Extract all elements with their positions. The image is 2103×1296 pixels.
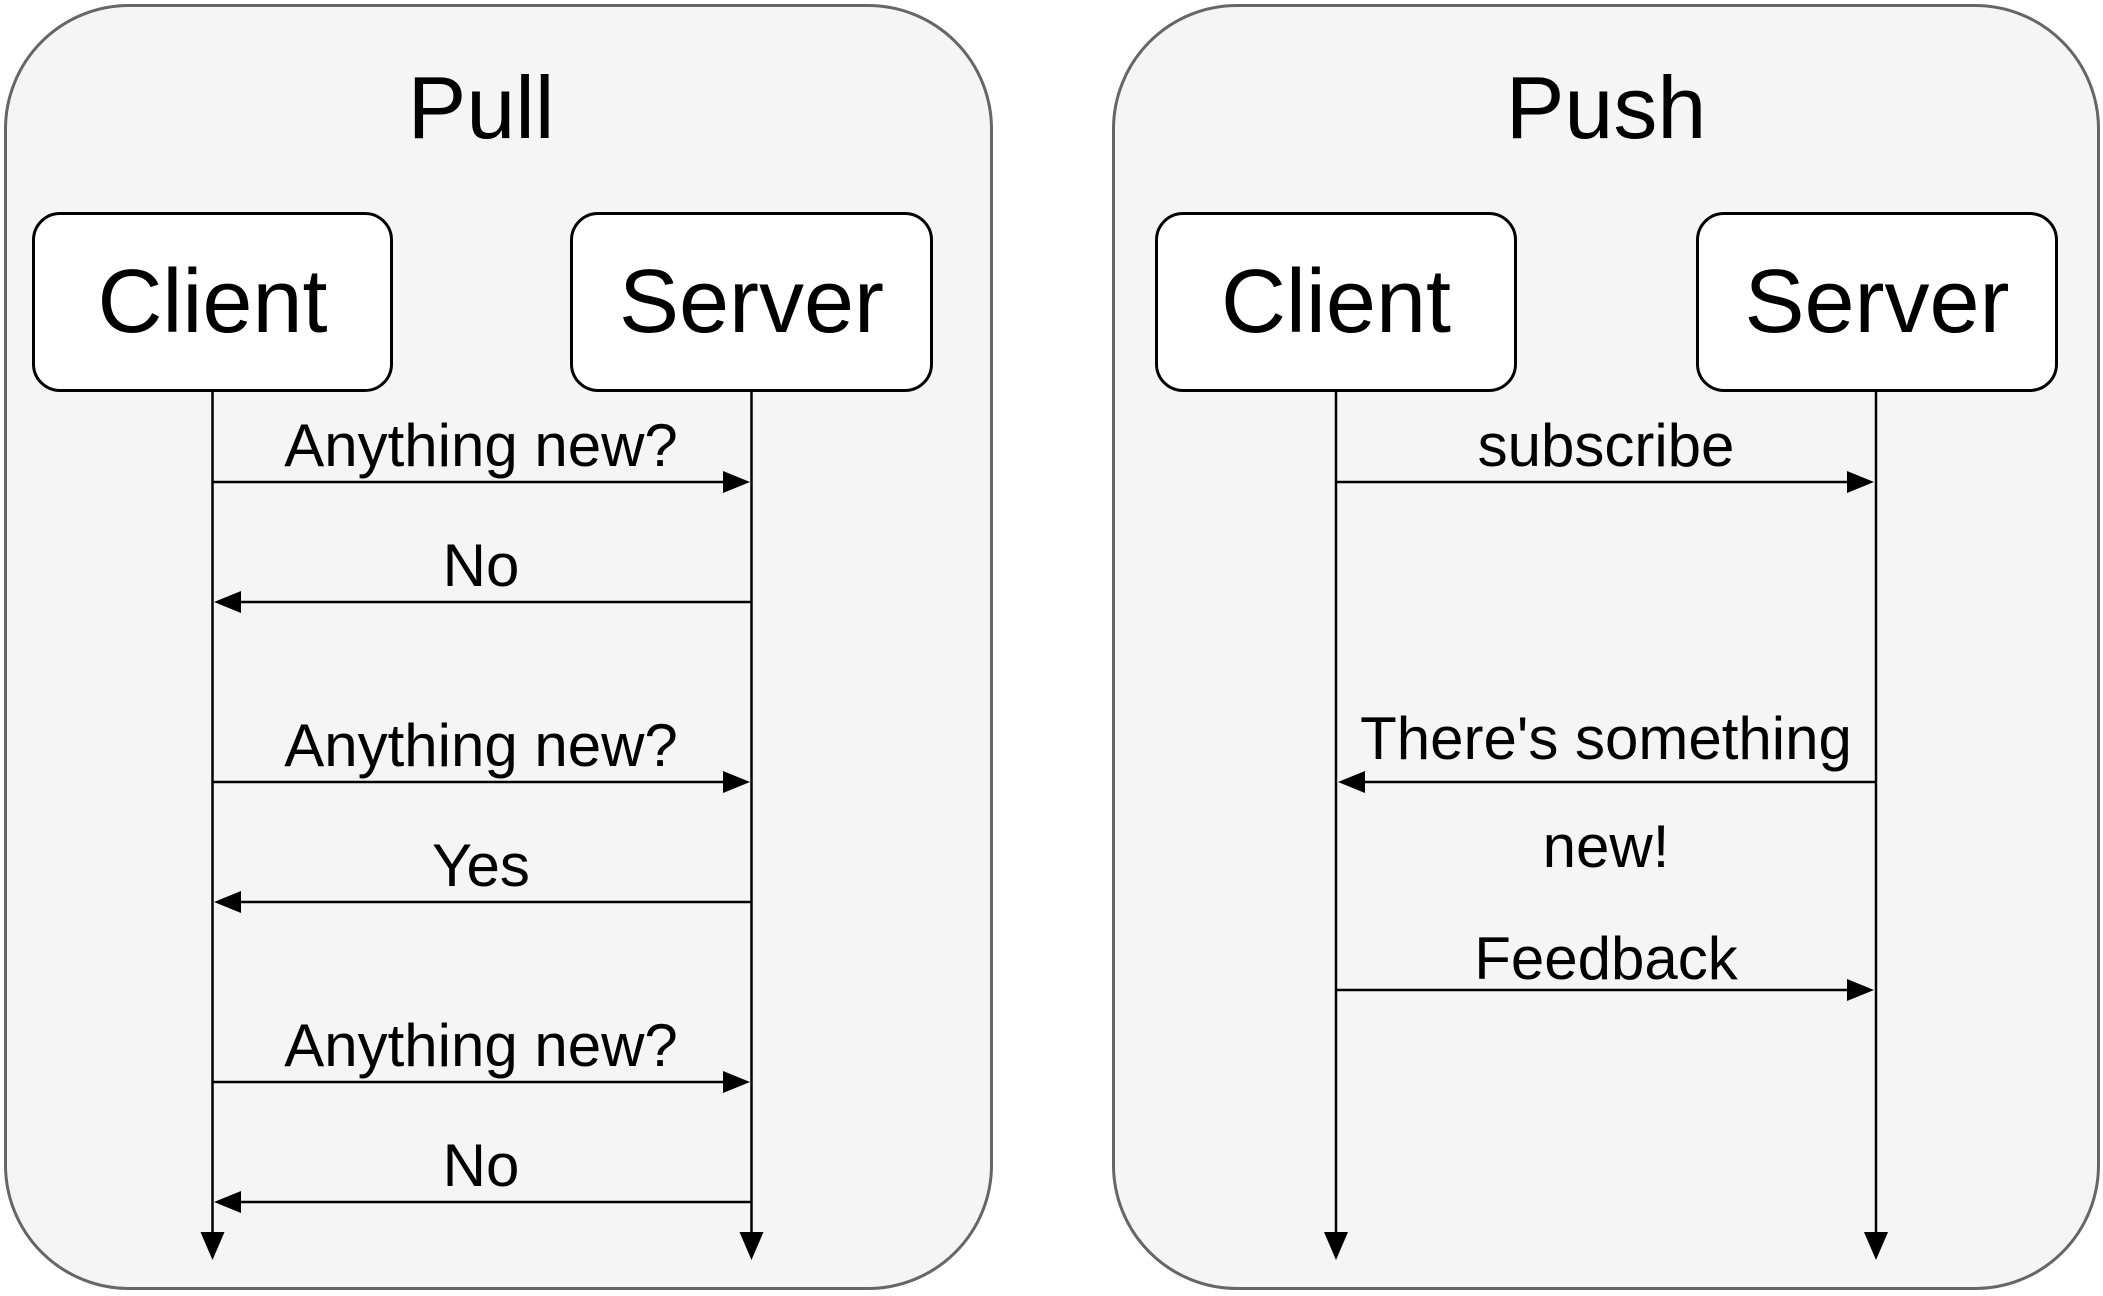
message-arrow-pull-6 [214, 1191, 752, 1213]
pull-title: Pull [407, 58, 555, 157]
message-label-pull-5: Anything new? [284, 1012, 678, 1079]
message-label-push-2: There's something new! [1360, 705, 1852, 880]
message-label-pull-2: No [442, 532, 520, 599]
message-arrow-push-2 [1338, 771, 1876, 793]
push-server-label: Server [1744, 251, 2010, 352]
message-arrow-pull-5 [212, 1071, 750, 1093]
push-client-label: Client [1220, 251, 1452, 352]
message-label-pull-6: No [442, 1132, 520, 1199]
message-label-push-3: Feedback [1474, 925, 1738, 992]
message-label-pull-4: Yes [432, 832, 530, 899]
pull-server-box: Server [570, 212, 933, 392]
message-label-pull-3: Anything new? [284, 712, 678, 779]
push-title: Push [1505, 58, 1707, 157]
pull-client-box: Client [32, 212, 393, 392]
message-arrow-pull-1 [212, 471, 750, 493]
push-client-box: Client [1155, 212, 1517, 392]
message-arrow-pull-3 [212, 771, 750, 793]
message-label-pull-1: Anything new? [284, 412, 678, 479]
pull-server-label: Server [618, 251, 885, 352]
message-arrow-pull-2 [214, 591, 752, 613]
message-arrow-push-1 [1336, 471, 1874, 493]
lifeline-pull-client [200, 392, 225, 1260]
message-label-push-1: subscribe [1477, 412, 1735, 479]
lifeline-push-server [1864, 392, 1888, 1260]
message-arrow-pull-4 [214, 891, 752, 913]
lifeline-pull-server [739, 392, 764, 1260]
lifeline-push-client [1324, 392, 1348, 1260]
pull-client-label: Client [97, 251, 328, 352]
message-arrow-push-3 [1336, 979, 1874, 1001]
push-server-box: Server [1696, 212, 2058, 392]
